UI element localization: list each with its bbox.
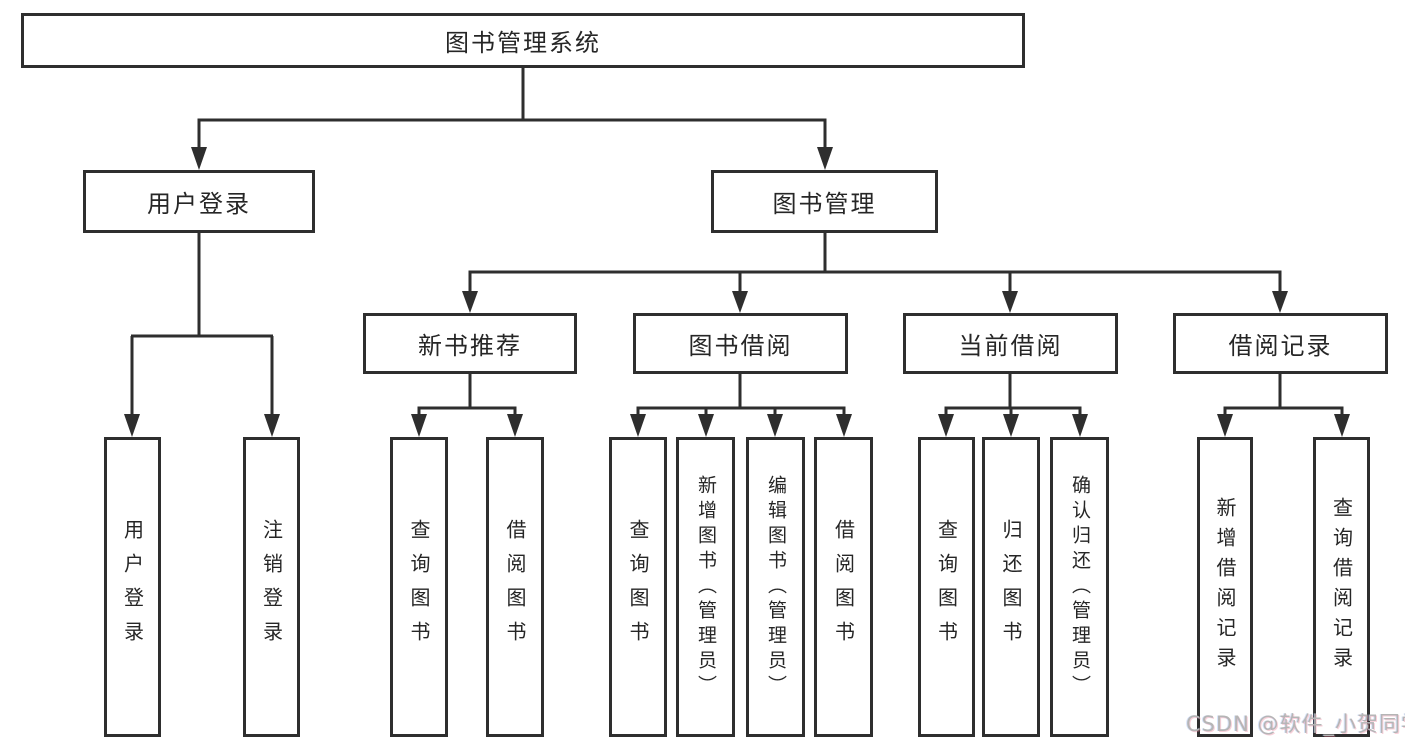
leaf-edit-books-admin: 编辑图书（管理员） (746, 437, 805, 737)
node-borrowing-records: 借阅记录 (1173, 313, 1388, 374)
leaf-add-borrow-record: 新增借阅记录 (1197, 437, 1253, 737)
node-book-management: 图书管理 (711, 170, 938, 233)
leaf-label: 借阅图书 (503, 519, 527, 655)
leaf-label: 查询图书 (407, 519, 431, 655)
node-current-borrowing: 当前借阅 (903, 313, 1118, 374)
leaf-query-books-recommend: 查询图书 (390, 437, 448, 737)
leaf-label: 查询图书 (934, 519, 959, 655)
node-label: 图书管理系统 (445, 29, 601, 57)
leaf-label: 新增借阅记录 (1213, 497, 1237, 677)
leaf-borrow-books-recommend: 借阅图书 (486, 437, 544, 737)
node-label: 新书推荐 (418, 332, 522, 360)
leaf-query-books-borrowing: 查询图书 (609, 437, 667, 737)
csdn-watermark: CSDN @软件_小贺同学 (1186, 712, 1405, 736)
leaf-label: 用户登录 (120, 519, 145, 655)
node-new-book-recommendation: 新书推荐 (363, 313, 577, 374)
leaf-label: 确认归还（管理员） (1069, 474, 1091, 700)
node-label: 借阅记录 (1228, 332, 1333, 360)
leaf-logout: 注销登录 (243, 437, 300, 737)
leaf-label: 新增图书（管理员） (695, 474, 717, 700)
leaf-label: 编辑图书（管理员） (765, 474, 787, 700)
arrowheads (124, 147, 1350, 437)
leaf-label: 查询借阅记录 (1329, 497, 1354, 677)
node-label: 当前借阅 (958, 332, 1063, 360)
leaf-confirm-return-admin: 确认归还（管理员） (1050, 437, 1109, 737)
leaf-borrow-books: 借阅图书 (814, 437, 873, 737)
leaf-return-books: 归还图书 (982, 437, 1040, 737)
leaf-query-books-current: 查询图书 (918, 437, 975, 737)
node-book-borrowing: 图书借阅 (633, 313, 848, 374)
node-label: 图书借阅 (688, 332, 793, 360)
leaf-label: 借阅图书 (831, 519, 856, 655)
leaf-query-borrow-record: 查询借阅记录 (1313, 437, 1370, 737)
leaf-label: 查询图书 (626, 519, 650, 655)
leaf-label: 注销登录 (259, 519, 284, 655)
node-label: 图书管理 (772, 190, 877, 218)
node-label: 用户登录 (147, 190, 251, 218)
leaf-add-books-admin: 新增图书（管理员） (676, 437, 735, 737)
node-user-login: 用户登录 (83, 170, 315, 233)
node-library-management-system: 图书管理系统 (21, 13, 1025, 68)
leaf-label: 归还图书 (999, 519, 1023, 655)
leaf-user-login: 用户登录 (104, 437, 161, 737)
